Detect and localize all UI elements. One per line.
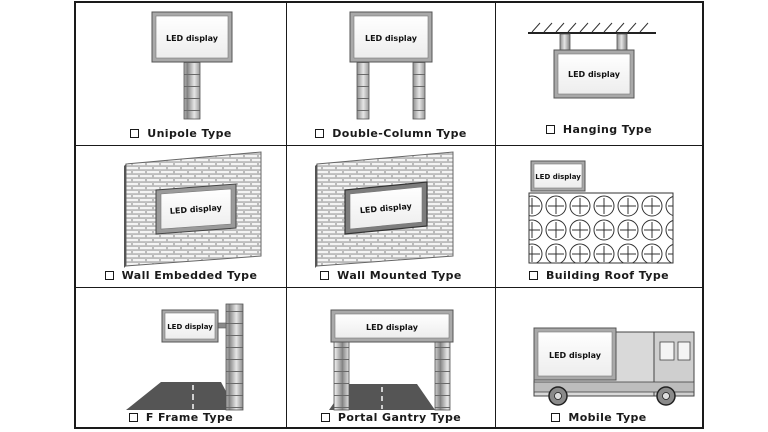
f-frame-illustration: LED display (126, 303, 244, 411)
mobile-illustration: LED display (533, 327, 695, 406)
led-display-label: LED display (366, 323, 419, 332)
caption-text: Unipole Type (147, 126, 232, 140)
wall-mounted-illustration: LED display (315, 151, 454, 268)
caption-unipole: Unipole Type (76, 125, 286, 141)
double-column-illustration: LED display (349, 11, 433, 120)
caption-building-roof: Building Roof Type (496, 267, 702, 283)
led-display-label: LED display (568, 70, 621, 79)
checkbox[interactable] (320, 270, 330, 280)
checkbox[interactable] (128, 412, 138, 422)
caption-text: Wall Mounted Type (337, 268, 462, 282)
led-display-label: LED display (166, 34, 219, 43)
led-display-label: LED display (549, 351, 602, 360)
caption-text: Portal Gantry Type (337, 410, 462, 424)
caption-text: Hanging Type (562, 122, 653, 136)
checkbox[interactable] (130, 128, 140, 138)
grid-divider (76, 144, 702, 146)
checkbox[interactable] (315, 128, 325, 138)
checkbox[interactable] (551, 412, 561, 422)
caption-text: Mobile Type (568, 410, 647, 424)
caption-wall-mounted: Wall Mounted Type (287, 267, 495, 283)
cell-double-column: LED display Double-Column Type (287, 3, 495, 145)
cell-wall-embedded: LED display Wall Embedded Type (76, 146, 286, 287)
led-display-label: LED display (535, 173, 581, 181)
caption-f-frame: F Frame Type (76, 409, 286, 425)
checkbox[interactable] (320, 412, 330, 422)
checkbox[interactable] (528, 270, 538, 280)
caption-wall-embedded: Wall Embedded Type (76, 267, 286, 283)
unipole-illustration: LED display (151, 11, 233, 120)
caption-hanging: Hanging Type (496, 121, 702, 137)
portal-gantry-illustration: LED display (329, 309, 454, 411)
checkbox[interactable] (104, 270, 114, 280)
checkbox[interactable] (545, 124, 555, 134)
led-display-label: LED display (167, 323, 213, 331)
caption-mobile: Mobile Type (496, 409, 702, 425)
led-display-label: LED display (170, 203, 223, 216)
caption-text: Wall Embedded Type (121, 268, 258, 282)
caption-text: Double-Column Type (332, 126, 467, 140)
led-types-grid: LED display Unipole Type LED display Dou… (74, 1, 704, 429)
cell-unipole: LED display Unipole Type (76, 3, 286, 145)
grid-divider (494, 3, 496, 427)
cell-mobile: LED display Mobile Type (496, 288, 702, 429)
building-roof-illustration: LED display (528, 160, 674, 264)
hanging-illustration: LED display (528, 22, 656, 99)
caption-text: Building Roof Type (545, 268, 670, 282)
grid-divider (76, 286, 702, 288)
caption-double-column: Double-Column Type (287, 125, 495, 141)
caption-text: F Frame Type (145, 410, 234, 424)
wall-embedded-illustration: LED display (124, 151, 262, 268)
cell-portal-gantry: LED display Portal Gantry Type (287, 288, 495, 429)
cell-f-frame: LED display F Frame Type (76, 288, 286, 429)
cell-wall-mounted: LED display Wall Mounted Type (287, 146, 495, 287)
grid-divider (285, 3, 287, 427)
led-display-label: LED display (365, 34, 418, 43)
cell-hanging: LED display Hanging Type (496, 3, 702, 145)
caption-portal-gantry: Portal Gantry Type (287, 409, 495, 425)
cell-building-roof: LED display Building Roof Type (496, 146, 702, 287)
